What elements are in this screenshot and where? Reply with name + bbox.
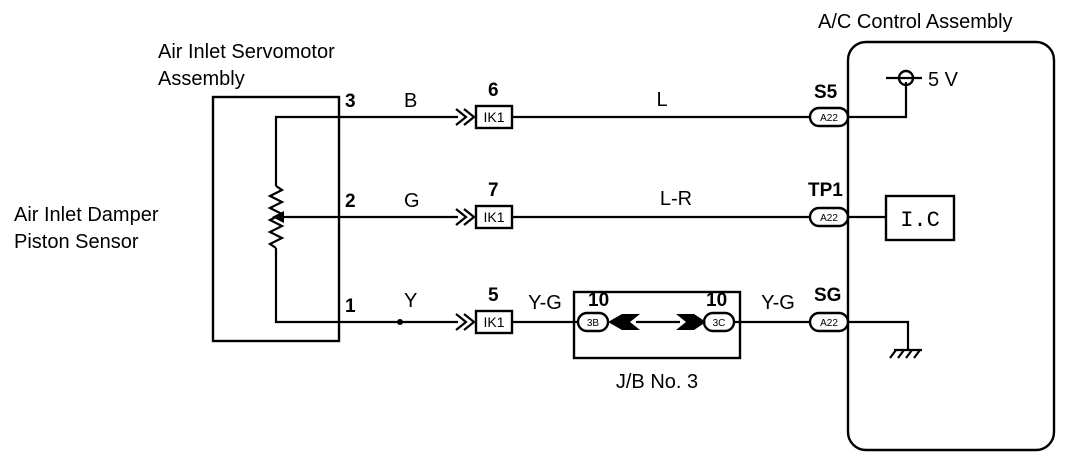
ik1-pin-7: 7: [488, 180, 499, 201]
terminal-label-s5: S5: [814, 82, 838, 103]
terminal-label-sg: SG: [814, 285, 841, 306]
junction-block-box: [572, 290, 742, 360]
wire-color-b: B: [404, 90, 417, 112]
jb-left-pin: 10: [588, 290, 609, 311]
supply-wire: [848, 82, 908, 119]
wire-color-l: L: [656, 89, 667, 111]
svg-text:A22: A22: [820, 318, 838, 329]
ground-icon: [848, 320, 922, 359]
wire-color-y-g-right: Y-G: [761, 292, 795, 314]
pin-2: 2: [345, 191, 356, 212]
svg-text:A22: A22: [820, 213, 838, 224]
ic-label: I.C: [900, 208, 940, 233]
control-title: A/C Control Assembly: [818, 11, 1013, 33]
svg-text:A22: A22: [820, 113, 838, 124]
sensor-label-line2: Piston Sensor: [14, 231, 139, 253]
pin-3: 3: [345, 91, 356, 112]
terminal-a22-sg: A22: [808, 311, 850, 333]
terminal-label-tp1: TP1: [808, 180, 843, 201]
svg-text:3C: 3C: [713, 318, 726, 329]
ik1-connector-row2: IK1: [474, 204, 514, 230]
sensor-label-line1: Air Inlet Damper: [14, 204, 159, 226]
ic-box: [884, 194, 956, 242]
jb-right-terminal: [676, 314, 706, 330]
wire-color-y: Y: [404, 290, 417, 312]
servomotor-title-line1: Air Inlet Servomotor: [158, 41, 335, 63]
wire-color-g: G: [404, 190, 420, 212]
pin-1: 1: [345, 296, 356, 317]
jb-left-terminal: [608, 314, 640, 330]
splice-dot: [397, 319, 403, 325]
connector-arrow-2: [455, 208, 476, 226]
servomotor-title-line2: Assembly: [158, 68, 245, 90]
svg-text:3B: 3B: [587, 318, 600, 329]
terminal-a22-s5: A22: [808, 106, 850, 128]
supply-voltage: 5 V: [928, 69, 959, 91]
connector-arrow-3: [455, 313, 476, 331]
svg-text:IK1: IK1: [483, 209, 504, 225]
ik1-pin-6: 6: [488, 80, 499, 101]
connector-arrow-1: [455, 108, 476, 126]
ik1-pin-5: 5: [488, 285, 499, 306]
jb-connector-3c: 3C: [702, 311, 736, 333]
terminal-a22-tp1: A22: [808, 206, 850, 228]
jb-right-pin: 10: [706, 290, 727, 311]
svg-text:IK1: IK1: [483, 109, 504, 125]
ik1-connector-row3: IK1: [474, 309, 514, 335]
servomotor-box: [211, 95, 341, 343]
wire-color-l-r: L-R: [660, 188, 692, 210]
ik1-connector-row1: IK1: [474, 104, 514, 130]
jb-connector-3b: 3B: [576, 311, 610, 333]
potentiometer-symbol: [267, 115, 339, 324]
wire-color-y-g-left: Y-G: [528, 292, 562, 314]
junction-block-name: J/B No. 3: [616, 371, 698, 393]
svg-text:IK1: IK1: [483, 314, 504, 330]
control-box: [846, 40, 1056, 452]
